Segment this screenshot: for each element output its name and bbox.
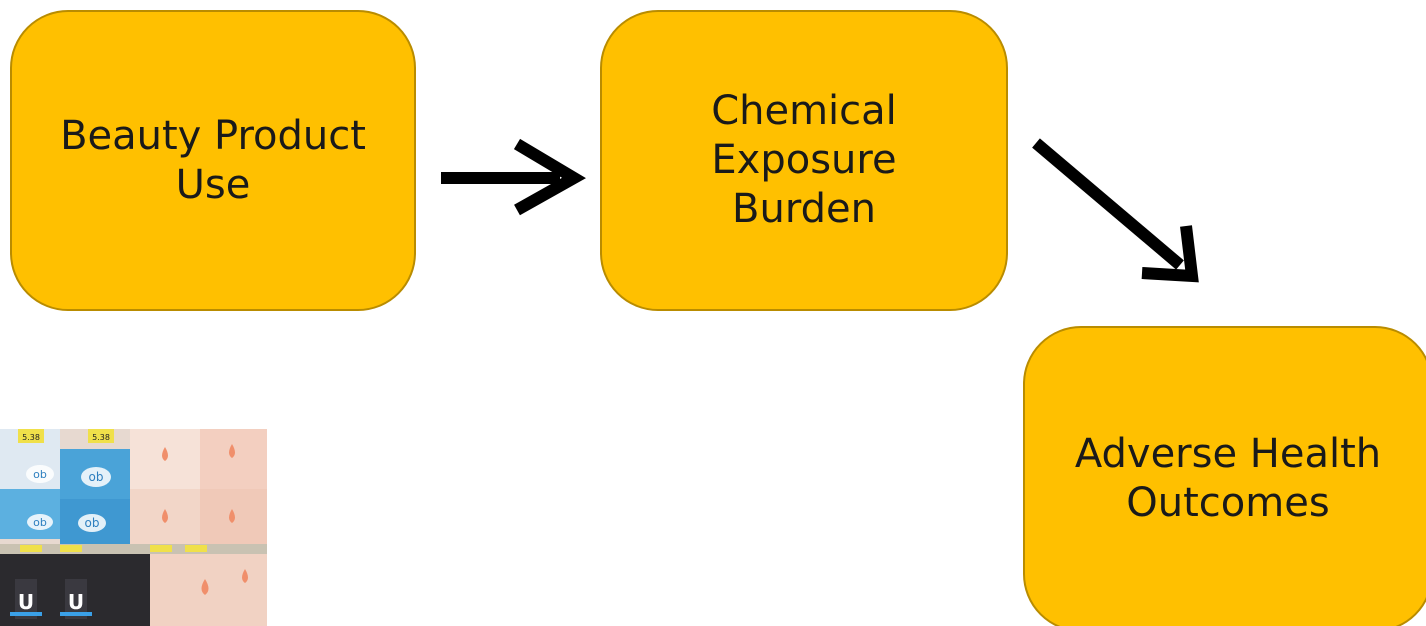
- price-tag: 5.38: [92, 433, 110, 442]
- brand-mark: ob: [33, 516, 47, 529]
- node-chemical-exposure-burden: Chemical Exposure Burden: [600, 10, 1008, 311]
- brand-mark: ob: [89, 470, 104, 484]
- node-label: Chemical Exposure Burden: [711, 88, 897, 232]
- brand-mark: ob: [85, 516, 100, 530]
- svg-text:U: U: [68, 590, 84, 614]
- price-tag: 5.38: [22, 433, 40, 442]
- node-label: Adverse Health Outcomes: [1074, 431, 1382, 526]
- arrow-chemical-to-adverse: [1032, 138, 1199, 283]
- brand-mark: ob: [33, 468, 47, 481]
- svg-text:U: U: [18, 590, 34, 614]
- node-adverse-health-outcomes: Adverse Health Outcomes: [1023, 326, 1426, 626]
- node-beauty-product-use: Beauty Product Use: [10, 10, 416, 311]
- store-shelf-image: ob ob ob ob 5.38 5.38 U U: [0, 429, 267, 626]
- arrow-beauty-to-chemical: [441, 138, 586, 216]
- node-label: Beauty Product Use: [60, 112, 366, 208]
- store-shelf-photo: ob ob ob ob 5.38 5.38 U U: [0, 429, 267, 626]
